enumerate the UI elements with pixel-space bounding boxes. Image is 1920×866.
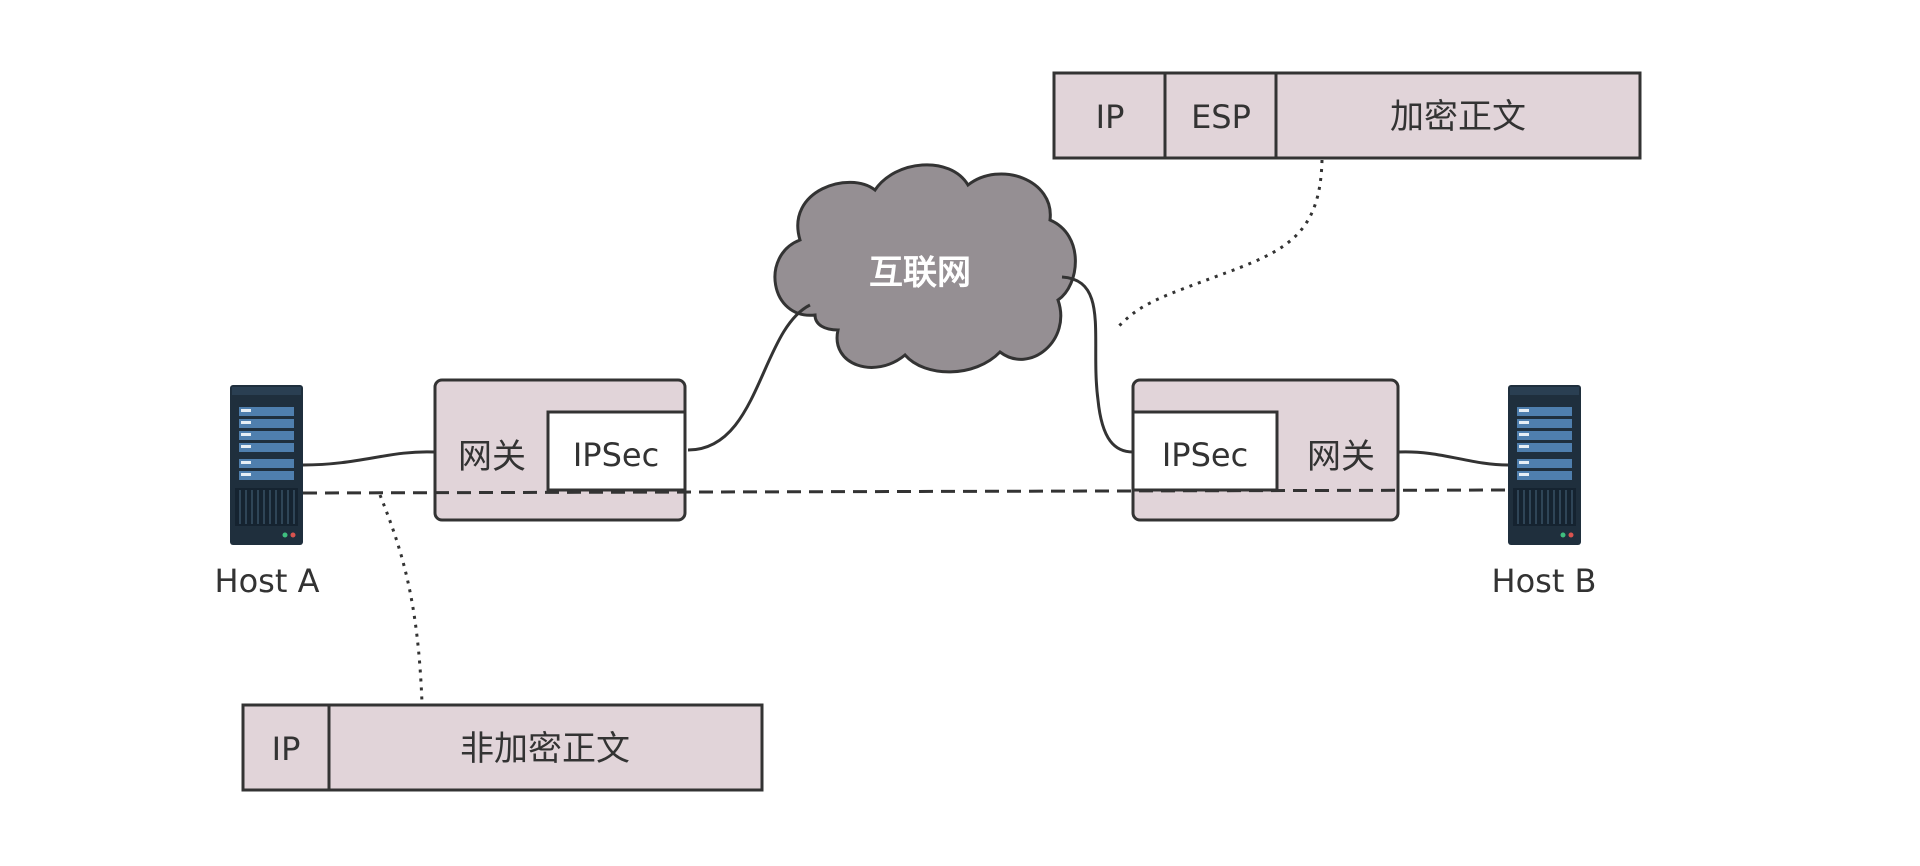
plain-packet-pointer	[378, 494, 424, 704]
cloud-shape	[773, 163, 1077, 374]
end-to-end-dashed-line	[302, 488, 1509, 495]
gateway-left-ipsec-box	[546, 410, 687, 492]
plain-packet-ip-label: IP	[272, 730, 301, 768]
cloud-label: 互联网	[869, 253, 971, 293]
gateway-right-label: 网关	[1307, 437, 1375, 477]
link-cloud-to-gateway-right	[1061, 275, 1134, 454]
host-a-server-icon	[230, 385, 303, 545]
host-a-label: Host A	[215, 562, 320, 600]
encrypted-packet-esp-label: ESP	[1191, 98, 1251, 136]
gateway-left-ipsec-label: IPSec	[573, 436, 659, 474]
host-b-server-icon	[1508, 385, 1581, 545]
encrypted-packet-pointer	[1115, 159, 1324, 330]
host-b-label: Host B	[1492, 562, 1597, 600]
gateway-left-label: 网关	[458, 437, 526, 477]
plain-packet-payload-label: 非加密正文	[460, 729, 630, 769]
link-gateway-right-to-host-b	[1397, 450, 1509, 467]
gateway-left: 网关 IPSec	[433, 378, 687, 522]
internet-cloud: 互联网	[773, 163, 1077, 374]
plain-packet: IP 非加密正文	[241, 703, 764, 792]
gateway-right: IPSec 网关	[1131, 378, 1400, 522]
encrypted-packet: IP ESP 加密正文	[1052, 71, 1642, 160]
link-gateway-left-to-cloud	[687, 303, 811, 452]
gateway-right-ipsec-label: IPSec	[1162, 436, 1248, 474]
encrypted-packet-payload-label: 加密正文	[1390, 97, 1526, 137]
encrypted-packet-frame	[1052, 71, 1642, 160]
encrypted-packet-ip-label: IP	[1096, 98, 1125, 136]
link-host-a-to-gateway	[302, 450, 436, 467]
